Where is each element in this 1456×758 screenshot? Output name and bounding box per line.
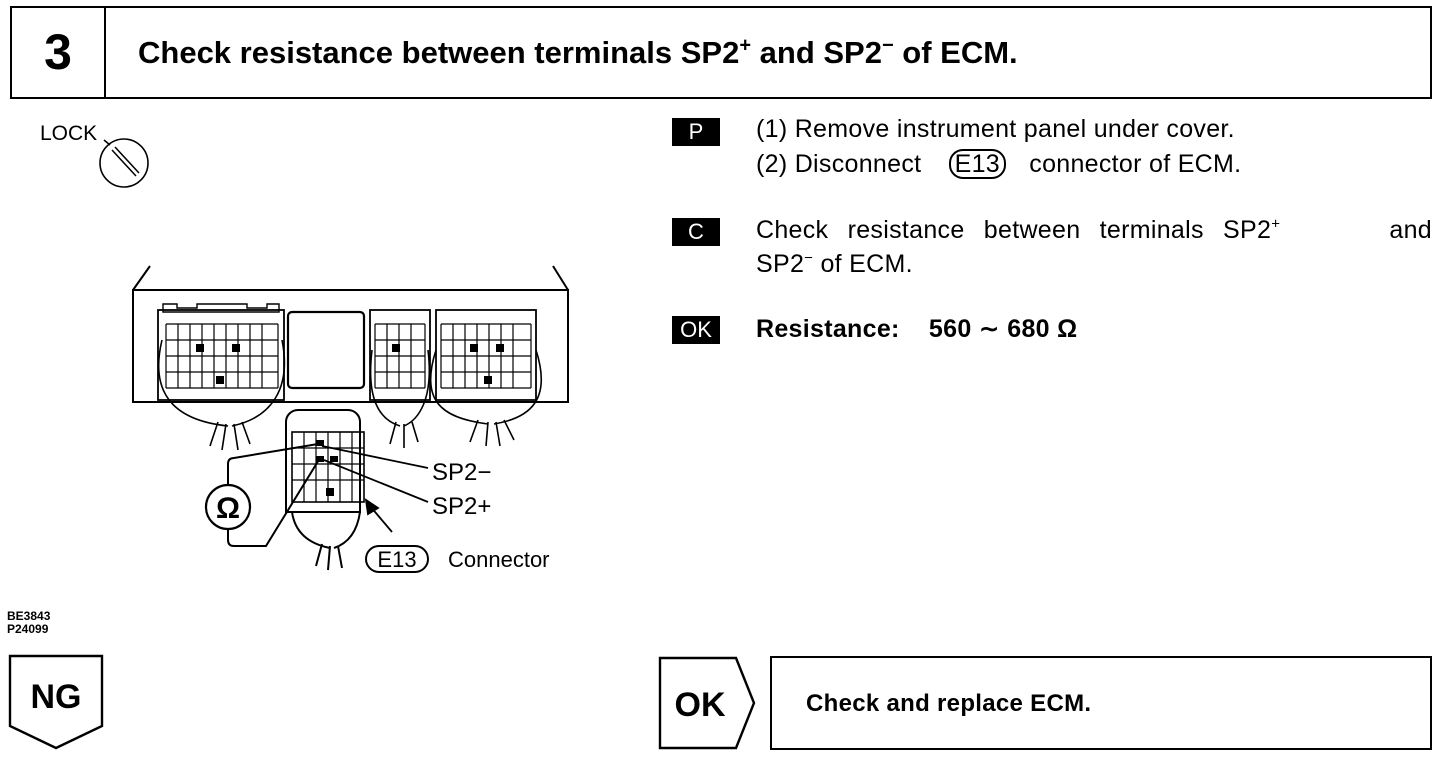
title-sup-plus: + [739, 34, 752, 57]
p-step-2: (2) Disconnect E13 connector of ECM. [756, 149, 1242, 179]
ok-action-text: Check and replace ECM. [806, 690, 1092, 717]
e13-code-badge: E13 [365, 545, 429, 573]
c-check-icon: C [672, 218, 720, 246]
ng-label: NG [31, 678, 82, 716]
sp2-plus-label: SP2+ [432, 493, 491, 520]
middle-connector-pins [374, 323, 426, 389]
title-text-1: Check resistance between terminals SP2 [138, 35, 740, 70]
resistance-spec: Resistance: 560 ∼ 680 Ω [756, 315, 1078, 343]
sp2-minus-label: SP2− [432, 459, 491, 486]
title-sup-minus: − [881, 34, 894, 57]
p-preparation-icon: P [672, 118, 720, 146]
ok-label: OK [675, 686, 726, 724]
step-number: 3 [12, 8, 106, 97]
e13-code-inline: E13 [948, 149, 1007, 179]
ok-spec-icon: OK [672, 316, 720, 344]
step-title: Check resistance between terminals SP2+ … [138, 8, 1018, 97]
title-text-3: of ECM. [893, 35, 1018, 70]
ok-result-arrow: OK [658, 656, 756, 750]
ecm-unit [132, 265, 569, 403]
ohm-symbol: Ω [216, 492, 240, 525]
ng-result-box: NG [8, 654, 104, 750]
figure-code-2: P24099 [7, 622, 49, 636]
ignition-lock-icon [99, 138, 149, 188]
ecm-connector-illustration: LOCK [40, 122, 569, 573]
lock-label: LOCK [40, 122, 97, 145]
ok-action-box: Check and replace ECM. [770, 656, 1432, 750]
c-step-line-1: Check resistance between terminals SP2+ … [756, 215, 1432, 244]
connector-label: Connector [448, 547, 550, 572]
title-text-2: and SP2 [751, 35, 882, 70]
c-step-line-2: SP2− of ECM. [756, 249, 913, 278]
figure-code-1: BE3843 [7, 609, 51, 623]
left-connector-pins [165, 323, 279, 389]
e13-connector [285, 409, 365, 571]
p-step-1: (1) Remove instrument panel under cover. [756, 115, 1235, 143]
ohmmeter: Ω [204, 443, 321, 547]
right-connector-pins [440, 323, 532, 389]
terminal-leader-lines [321, 445, 429, 533]
wire-harnesses [157, 339, 542, 451]
svg-text:E13: E13 [377, 547, 416, 572]
step-header: 3 Check resistance between terminals SP2… [10, 6, 1432, 99]
